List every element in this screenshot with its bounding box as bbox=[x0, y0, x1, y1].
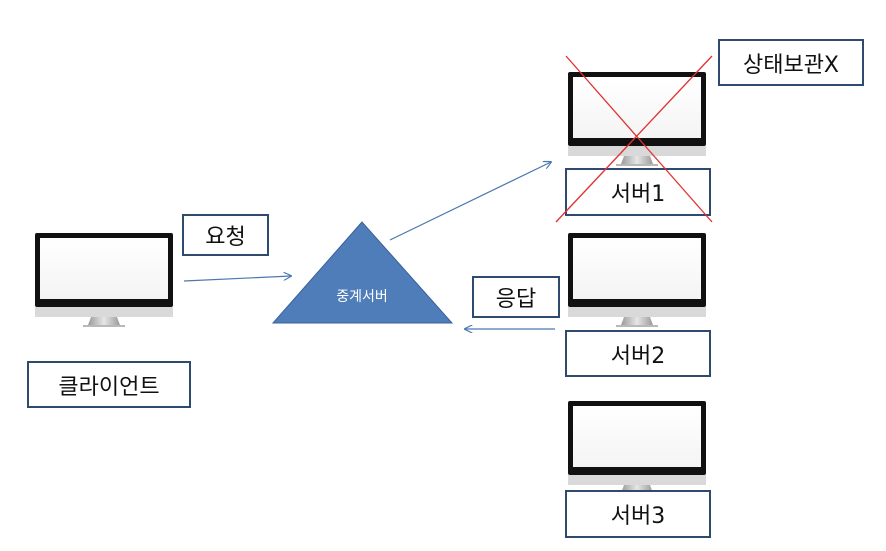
server2-label-box: 서버2 bbox=[565, 330, 711, 377]
response-label-box: 응답 bbox=[472, 276, 560, 318]
request-label-box: 요청 bbox=[182, 214, 269, 256]
server3-label: 서버3 bbox=[610, 504, 666, 529]
cross-line-icon bbox=[565, 55, 713, 223]
stateless-label-box: 상태보관X bbox=[718, 39, 864, 86]
client-label: 클라이언트 bbox=[58, 374, 160, 400]
relay-server-label: 중계서버 bbox=[336, 289, 388, 305]
response-label: 응답 bbox=[495, 287, 537, 312]
server3-label-box: 서버3 bbox=[565, 490, 711, 538]
request-label: 요청 bbox=[205, 225, 246, 250]
client-label-box: 클라이언트 bbox=[27, 361, 191, 408]
server2-label: 서버2 bbox=[610, 343, 666, 369]
relay-server-triangle bbox=[271, 221, 454, 324]
forward-arrow bbox=[389, 162, 551, 241]
server1-label-box: 서버1 bbox=[565, 168, 711, 216]
stateless-label: 상태보관X bbox=[742, 52, 840, 78]
cross-line-icon bbox=[555, 55, 713, 223]
server1-label: 서버1 bbox=[610, 182, 666, 207]
request-arrow bbox=[183, 276, 291, 282]
